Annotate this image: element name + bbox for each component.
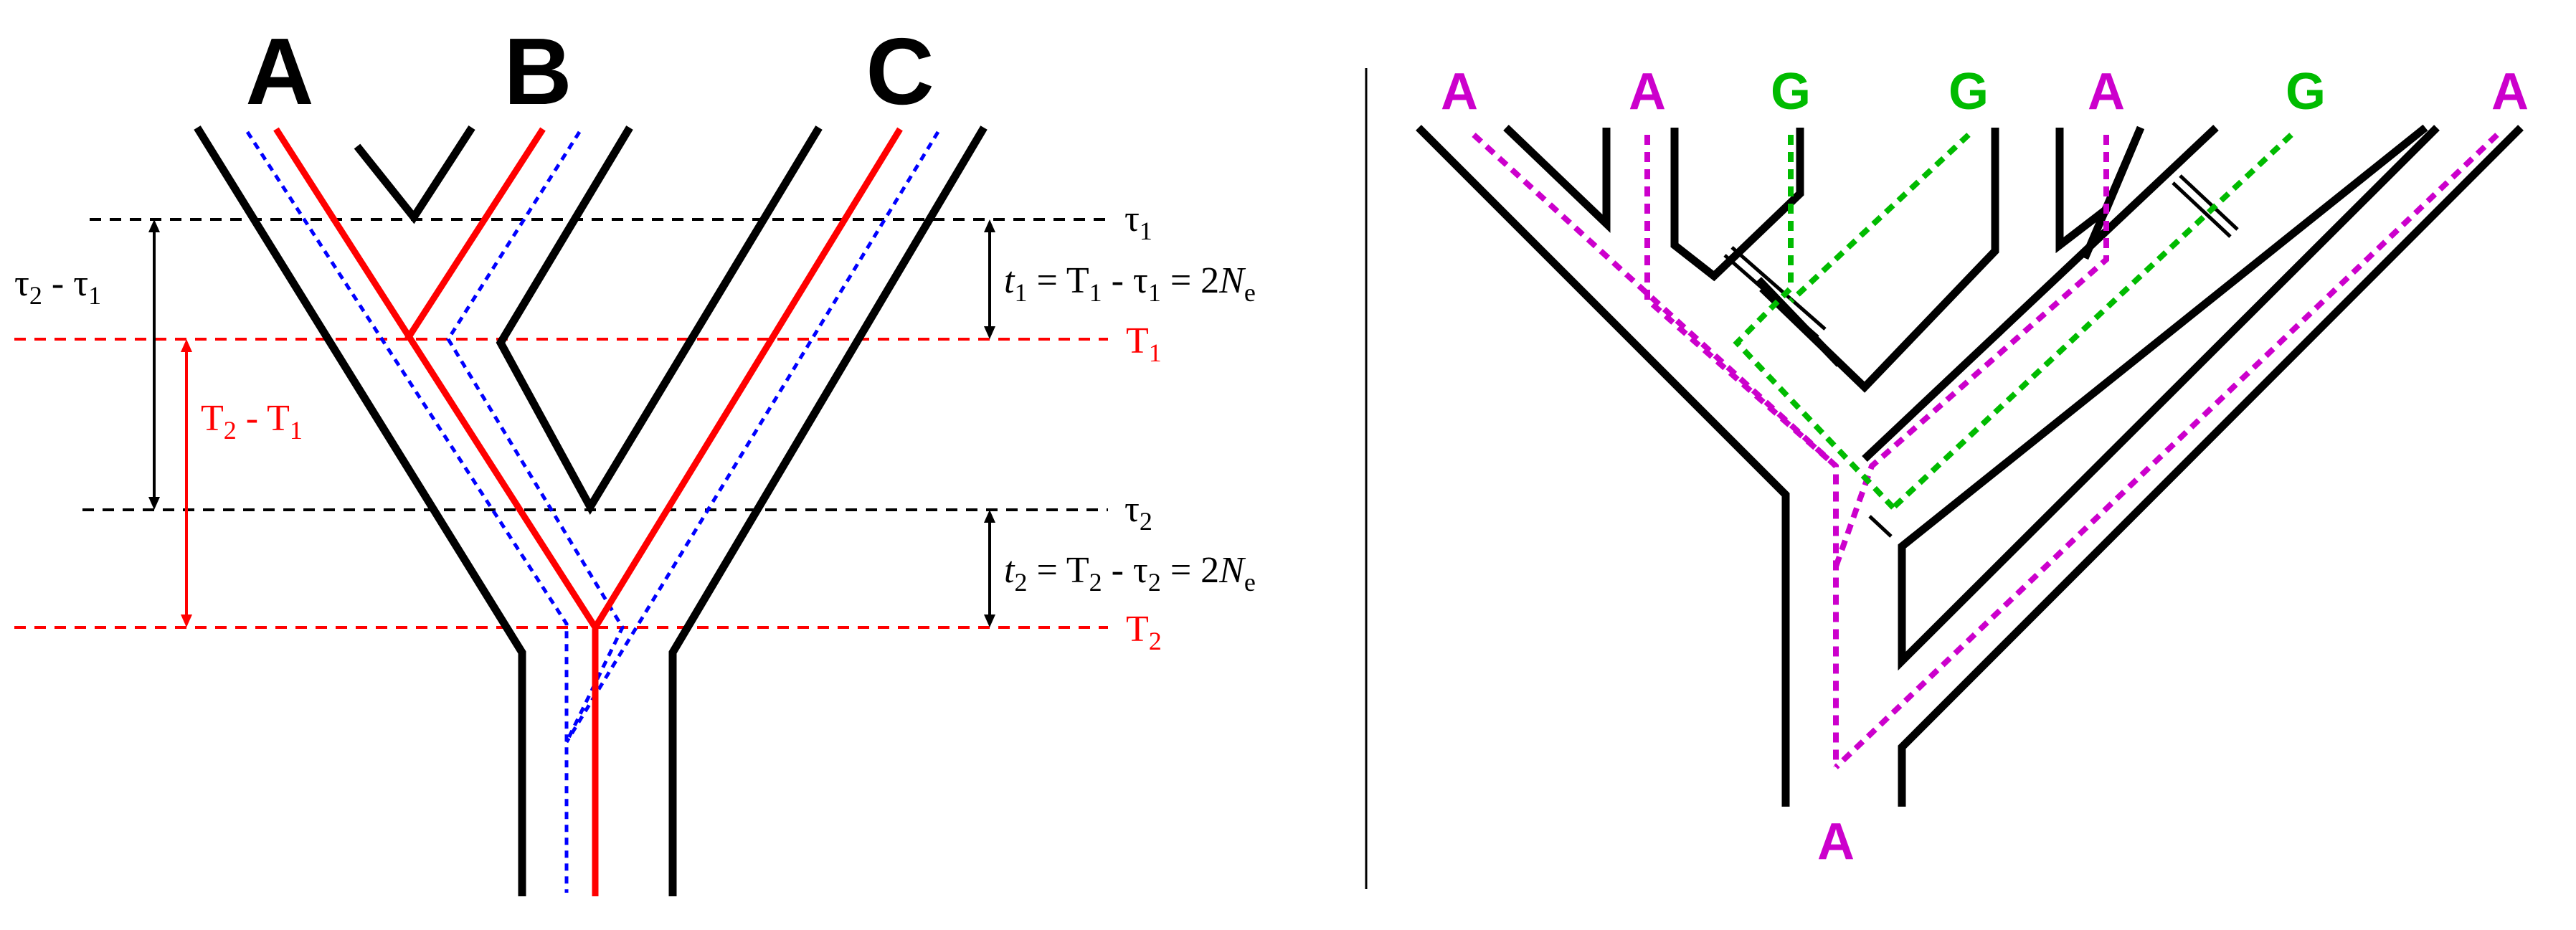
A-lineage-2 xyxy=(1644,135,1838,468)
t2-arrowhead-bottom xyxy=(984,615,995,627)
right-panel: A A G G A G A A xyxy=(1416,63,2529,870)
right-species-tree xyxy=(1416,124,2524,807)
t1-arrowhead-top xyxy=(984,219,995,232)
left-panel: A B C τ1 T1 τ2 T2 τ2 - τ1 T2 - T1 t1 = T… xyxy=(14,19,1256,896)
allele-A-lineages xyxy=(1472,133,2499,769)
t1-arrowhead-bottom xyxy=(984,326,995,339)
mutation-marks xyxy=(1723,174,2239,538)
A-lineage-1 xyxy=(1472,133,1839,767)
right-root-label: A xyxy=(1817,813,1855,870)
interval-arrows xyxy=(148,219,995,627)
right-tree-branch-1 xyxy=(1503,125,1611,233)
T-difference-label: T2 - T1 xyxy=(201,398,303,445)
T-diff-arrowhead-bottom xyxy=(181,615,192,627)
right-tree-branch-5 xyxy=(1898,124,2440,671)
red-lineage-B xyxy=(404,127,546,341)
species-label-A: A xyxy=(245,19,313,124)
t1-equation: t1 = T1 - τ1 = 2Ne xyxy=(1004,260,1256,307)
right-tip-label-7: A xyxy=(2491,63,2529,120)
T2-label: T2 xyxy=(1126,609,1162,655)
red-lineage-C xyxy=(592,127,903,630)
T1-label: T1 xyxy=(1126,321,1162,367)
T-diff-arrowhead-top xyxy=(181,339,192,352)
mutation-mark-2a xyxy=(2172,181,2232,238)
t2-arrowhead-top xyxy=(984,510,995,523)
right-tip-label-5: A xyxy=(2088,63,2125,120)
species-tree-inner-left xyxy=(496,125,823,516)
tau-difference-label: τ2 - τ1 xyxy=(14,263,101,310)
right-tip-label-1: A xyxy=(1441,63,1478,120)
species-tree-outer-right xyxy=(668,125,988,896)
mutation-mark-1a xyxy=(1723,254,1819,338)
tau-diff-arrowhead-bottom xyxy=(148,497,160,510)
G-lineage-3 xyxy=(1891,133,2293,510)
allele-G-lineages xyxy=(1733,133,2293,510)
species-tree-outer-left xyxy=(194,125,526,896)
tau-diff-arrowhead-top xyxy=(148,219,160,232)
G-lineage-1 xyxy=(1733,135,1895,510)
mutation-mark-1b xyxy=(1730,246,1827,331)
t2-equation: t2 = T2 - τ2 = 2Ne xyxy=(1004,550,1256,597)
right-tree-outer-left xyxy=(1416,125,1790,807)
right-tree-branch-6 xyxy=(1898,125,2524,807)
red-gene-tree xyxy=(273,127,903,896)
right-tip-label-3: G xyxy=(1771,63,1811,120)
A-lineage-4 xyxy=(1834,133,2499,769)
right-tip-label-2: A xyxy=(1629,63,1666,120)
right-tree-inner-3 xyxy=(1862,124,2219,462)
mutation-mark-3 xyxy=(1868,515,1893,538)
tau2-label: τ2 xyxy=(1124,489,1152,536)
blue-lineage-C xyxy=(564,131,940,744)
right-tree-branch-2 xyxy=(1670,128,1804,282)
red-lineage-A xyxy=(273,127,598,630)
species-label-C: C xyxy=(866,19,934,124)
right-tree-inner-2 xyxy=(2080,125,2145,260)
species-tree-extinct-lineage xyxy=(354,125,475,224)
species-label-B: B xyxy=(503,19,572,124)
time-reference-lines xyxy=(14,218,1108,629)
right-tip-label-4: G xyxy=(1948,63,1989,120)
species-tree xyxy=(194,125,988,896)
right-tip-label-6: G xyxy=(2286,63,2326,120)
blue-lineage-A xyxy=(245,131,569,893)
A-lineage-3 xyxy=(1833,135,2109,568)
G-lineage-2 xyxy=(1789,133,1971,303)
tau1-label: τ1 xyxy=(1124,199,1152,245)
mutation-mark-2b xyxy=(2179,174,2239,231)
